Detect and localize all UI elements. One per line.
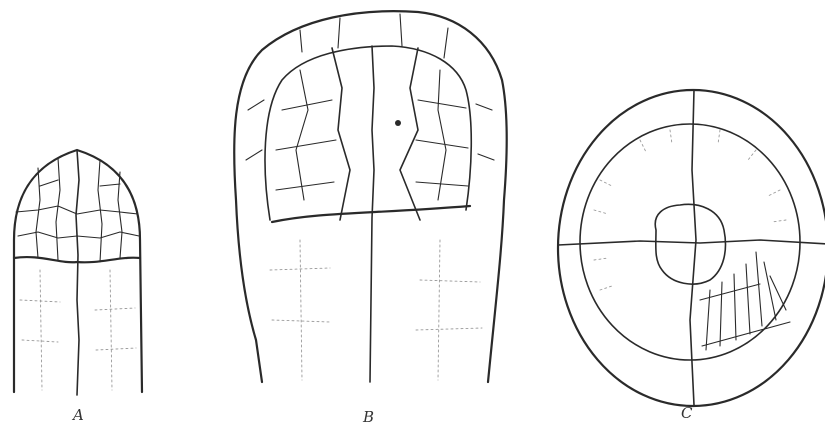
panel-a-axis (76, 150, 79, 395)
panel-c-vertical-line (690, 90, 696, 405)
panel-b-nucleus-dot (395, 120, 401, 126)
panel-a-drawing (14, 150, 142, 395)
panel-b-cap-cells (246, 14, 494, 200)
panel-c-radial-cells (700, 252, 790, 350)
panel-label-c: C (681, 404, 692, 422)
panel-c-drawing (558, 90, 825, 406)
panel-b-drawing (234, 11, 507, 382)
panel-a-cap-boundary (14, 257, 140, 262)
panel-c-horizontal-line (558, 240, 825, 245)
panel-c-core (655, 204, 725, 284)
panel-label-a: A (73, 406, 84, 424)
panel-b-cap-boundary (272, 206, 470, 222)
panel-b-body-cells (270, 240, 482, 380)
panel-label-b: B (363, 408, 374, 426)
